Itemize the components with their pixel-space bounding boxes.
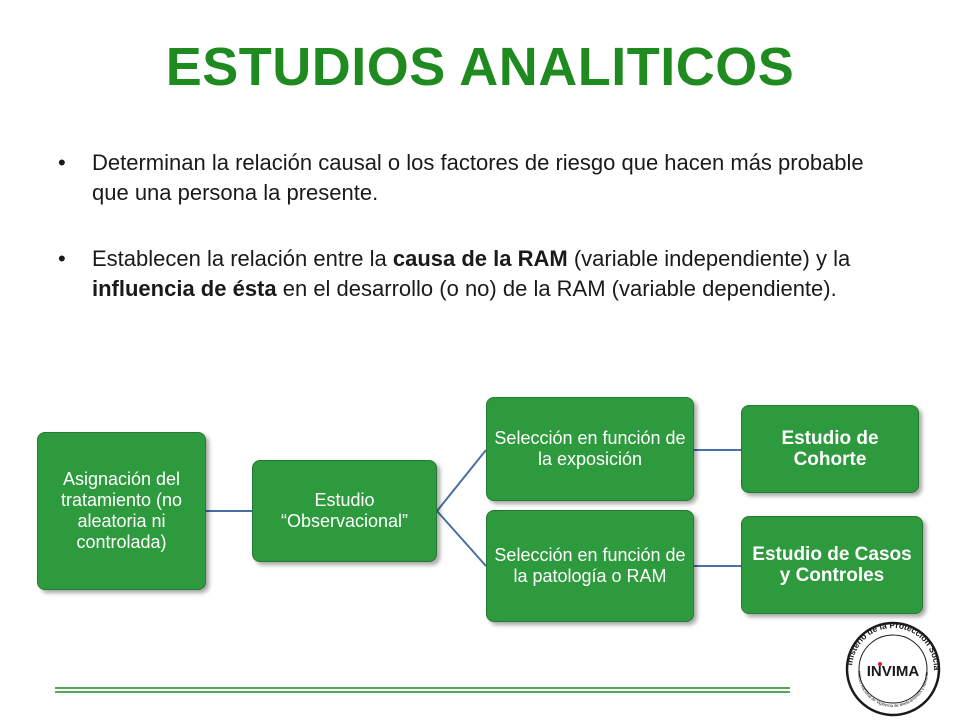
bullet-item-2: • Establecen la relación entre la causa …: [58, 244, 898, 304]
node-estudio-observacional: Estudio “Observacional”: [252, 460, 437, 562]
connector-observacional-exposicion: [436, 449, 487, 512]
bullet-text-1: Determinan la relación causal o los fact…: [92, 150, 864, 205]
node-estudio-casos-controles: Estudio de Casos y Controles: [741, 516, 923, 614]
node-asignacion-tratamiento: Asignación del tratamiento (no aleatoria…: [37, 432, 206, 590]
slide-title: ESTUDIOS ANALITICOS: [165, 37, 795, 97]
invima-logo: Ministerio de la Protección Social Insti…: [838, 620, 942, 717]
node-seleccion-exposicion: Selección en función de la exposición: [486, 397, 694, 501]
bullet-marker: •: [58, 150, 66, 175]
footer-divider: [55, 687, 790, 693]
bullet-marker: •: [58, 246, 66, 271]
logo-name: INVIMA: [867, 663, 920, 680]
bullet-list: • Determinan la relación causal o los fa…: [58, 148, 898, 304]
node-estudio-cohorte: Estudio de Cohorte: [741, 405, 919, 493]
connector-observacional-patologia: [436, 510, 487, 567]
bullet-text-2: Establecen la relación entre la causa de…: [92, 246, 851, 301]
bullet-item-1: • Determinan la relación causal o los fa…: [58, 148, 898, 208]
node-seleccion-patologia: Selección en función de la patología o R…: [486, 510, 694, 622]
